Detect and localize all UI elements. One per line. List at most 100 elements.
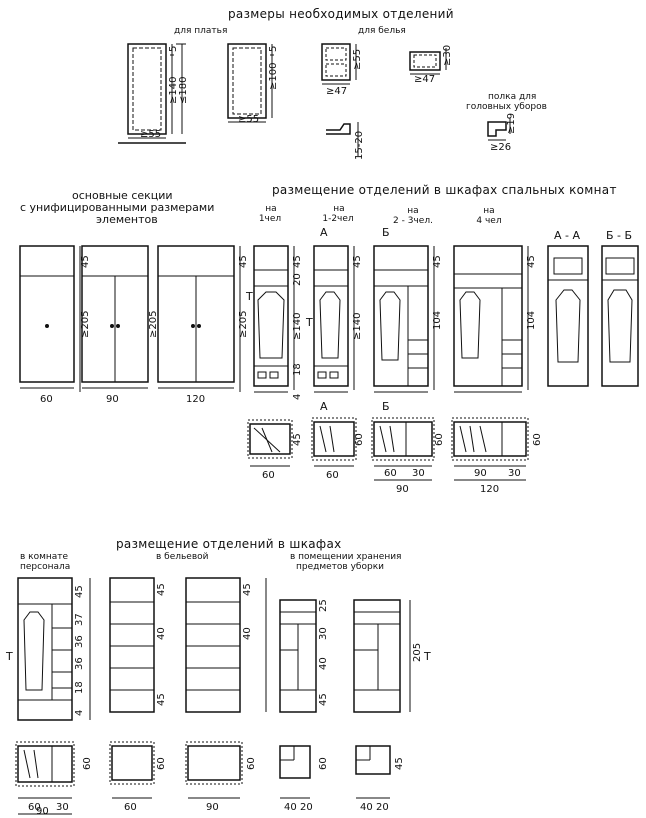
tee-mark-1: T <box>245 290 253 303</box>
dim-linen-h-2: ≥30 <box>442 45 453 66</box>
cleaning-room-label-2: предметов уборки <box>296 562 384 572</box>
dim-plan-120-90: 90 <box>474 468 487 479</box>
dim-s-linen90-40: 40 <box>242 627 253 640</box>
dress-compartment-tall <box>118 43 186 144</box>
tee-mark-4: T <box>423 650 431 663</box>
dim-linen-w-2: ≥47 <box>414 74 435 85</box>
dim-sp-30: 30 <box>56 802 69 813</box>
dim-s-staff-36b: 36 <box>74 657 85 670</box>
basic-section-60 <box>19 245 81 392</box>
dim-basic-h-205-a: ≥205 <box>80 311 91 338</box>
dim-sp-90: 90 <box>36 806 49 817</box>
plan-60-a <box>247 419 293 467</box>
cut-mark-a-top: А <box>320 226 328 239</box>
basic-sections-title-1: основные секции <box>72 189 173 202</box>
cut-mark-a-bottom: А <box>320 400 328 413</box>
dress-label: для платья <box>174 26 228 36</box>
dim-w1-45: 45 <box>292 255 303 268</box>
dim-dress-top-5b: 5 <box>268 46 279 52</box>
dim-hat-w: ≥26 <box>490 142 511 153</box>
dim-hat-h: ≥19 <box>506 113 517 134</box>
dim-basic-w-120: 120 <box>186 394 205 405</box>
dim-basic-h-205-c: ≥205 <box>238 311 249 338</box>
basic-sections-title-3: элементов <box>96 213 158 226</box>
cut-mark-b-bottom: Б <box>382 400 390 413</box>
dim-basic-h-205-b: ≥205 <box>148 311 159 338</box>
dim-cp2-20: 20 <box>376 802 389 813</box>
dim-w1-20: 20 <box>292 273 303 286</box>
dim-w4-104: 104 <box>526 311 537 330</box>
dim-cp-40: 40 <box>284 802 297 813</box>
dim-w1-140: ≥140 <box>292 313 303 340</box>
dim-plan-depth-60-c: 60 <box>434 433 445 446</box>
dim-dress-top-5: 5 <box>168 46 179 52</box>
dim-plan-depth-60-b: 60 <box>354 433 365 446</box>
cleaning-room-label-1: в помещении хранения <box>290 552 402 562</box>
wardrobe-4-persons <box>453 245 529 393</box>
dim-plan-120-30: 30 <box>508 468 521 479</box>
dim-s-clean-205: 205 <box>412 643 423 662</box>
tee-mark-2: T <box>305 316 313 329</box>
section-bb-drawing <box>601 245 639 387</box>
dim-basic-top-45-c: 45 <box>238 255 249 268</box>
basic-section-90 <box>81 245 149 389</box>
col2-label-b: 1-2чел <box>322 214 354 224</box>
linen-compartments <box>321 43 447 156</box>
wardrobe-1-2-persons <box>313 245 355 393</box>
basic-section-120 <box>157 245 241 392</box>
dim-plan-120: 120 <box>480 484 499 495</box>
dim-plan-90-30: 30 <box>412 468 425 479</box>
col4-label-b: 4 чел <box>476 216 502 226</box>
dim-s-clean-30: 30 <box>318 627 329 640</box>
dim-s-linen90-45: 45 <box>242 583 253 596</box>
dim-plan-depth-60-d: 60 <box>532 433 543 446</box>
dim-lp-60: 60 <box>124 802 137 813</box>
dim-dress-h-140: ≥140 <box>168 77 179 104</box>
wardrobe-2-3-persons <box>373 245 435 393</box>
dim-lp90-depth-60: 60 <box>246 757 257 770</box>
section-aa-label: А - А <box>554 229 581 242</box>
dim-basic-w-90: 90 <box>106 394 119 405</box>
dim-plan-60-b: 60 <box>326 470 339 481</box>
plan-120 <box>451 417 529 481</box>
dim-w3-104: 104 <box>432 311 443 330</box>
linen-plan-90 <box>185 741 243 799</box>
col3-label-b: 2 - 3чел. <box>393 216 433 226</box>
dim-s-linen-40: 40 <box>156 627 167 640</box>
section-aa-drawing <box>547 245 589 387</box>
dim-linen-w-1: ≥47 <box>326 86 347 97</box>
dim-w1-4: 4 <box>292 394 303 400</box>
dim-dress-w-1: ≥55 <box>140 129 161 140</box>
cleaning-plan-60 <box>279 745 311 799</box>
linen-room-label: в бельевой <box>156 552 209 562</box>
dim-s-linen-45: 45 <box>156 583 167 596</box>
dim-linen-shelf: 15-20 <box>354 131 365 160</box>
section1-title: размеры необходимых отделений <box>228 7 454 21</box>
staff-wardrobe <box>17 577 91 721</box>
tee-mark-3: T <box>5 650 13 663</box>
section3-title: размещение отделений в шкафах <box>116 537 342 551</box>
dim-cp2-40: 40 <box>360 802 373 813</box>
dim-plan-90: 90 <box>396 484 409 495</box>
dim-lp-depth-60: 60 <box>156 757 167 770</box>
dim-plan-depth-45: 45 <box>292 433 303 446</box>
col1-label-a: на <box>265 204 277 214</box>
col2-label-a: на <box>333 204 345 214</box>
cleaning-wardrobe-90 <box>353 599 411 713</box>
section-bb-label: Б - Б <box>606 229 633 242</box>
hat-shelf-label-1: полка для <box>488 92 537 102</box>
dim-w1-18: 18 <box>292 363 303 376</box>
dim-s-clean-45: 45 <box>318 693 329 706</box>
staff-plan <box>15 741 75 815</box>
linen-wardrobe-60 <box>109 577 155 713</box>
linen-label: для белья <box>358 26 406 36</box>
dim-s-clean-25: 25 <box>318 599 329 612</box>
dim-basic-top-45: 45 <box>80 255 91 268</box>
dim-basic-w-60: 60 <box>40 394 53 405</box>
dim-sp-depth-60: 60 <box>82 757 93 770</box>
dim-dress-w-2: ≥55 <box>238 114 259 125</box>
dim-s-staff-45: 45 <box>74 585 85 598</box>
cut-mark-b-top: Б <box>382 226 390 239</box>
col3-label-a: на <box>407 206 419 216</box>
